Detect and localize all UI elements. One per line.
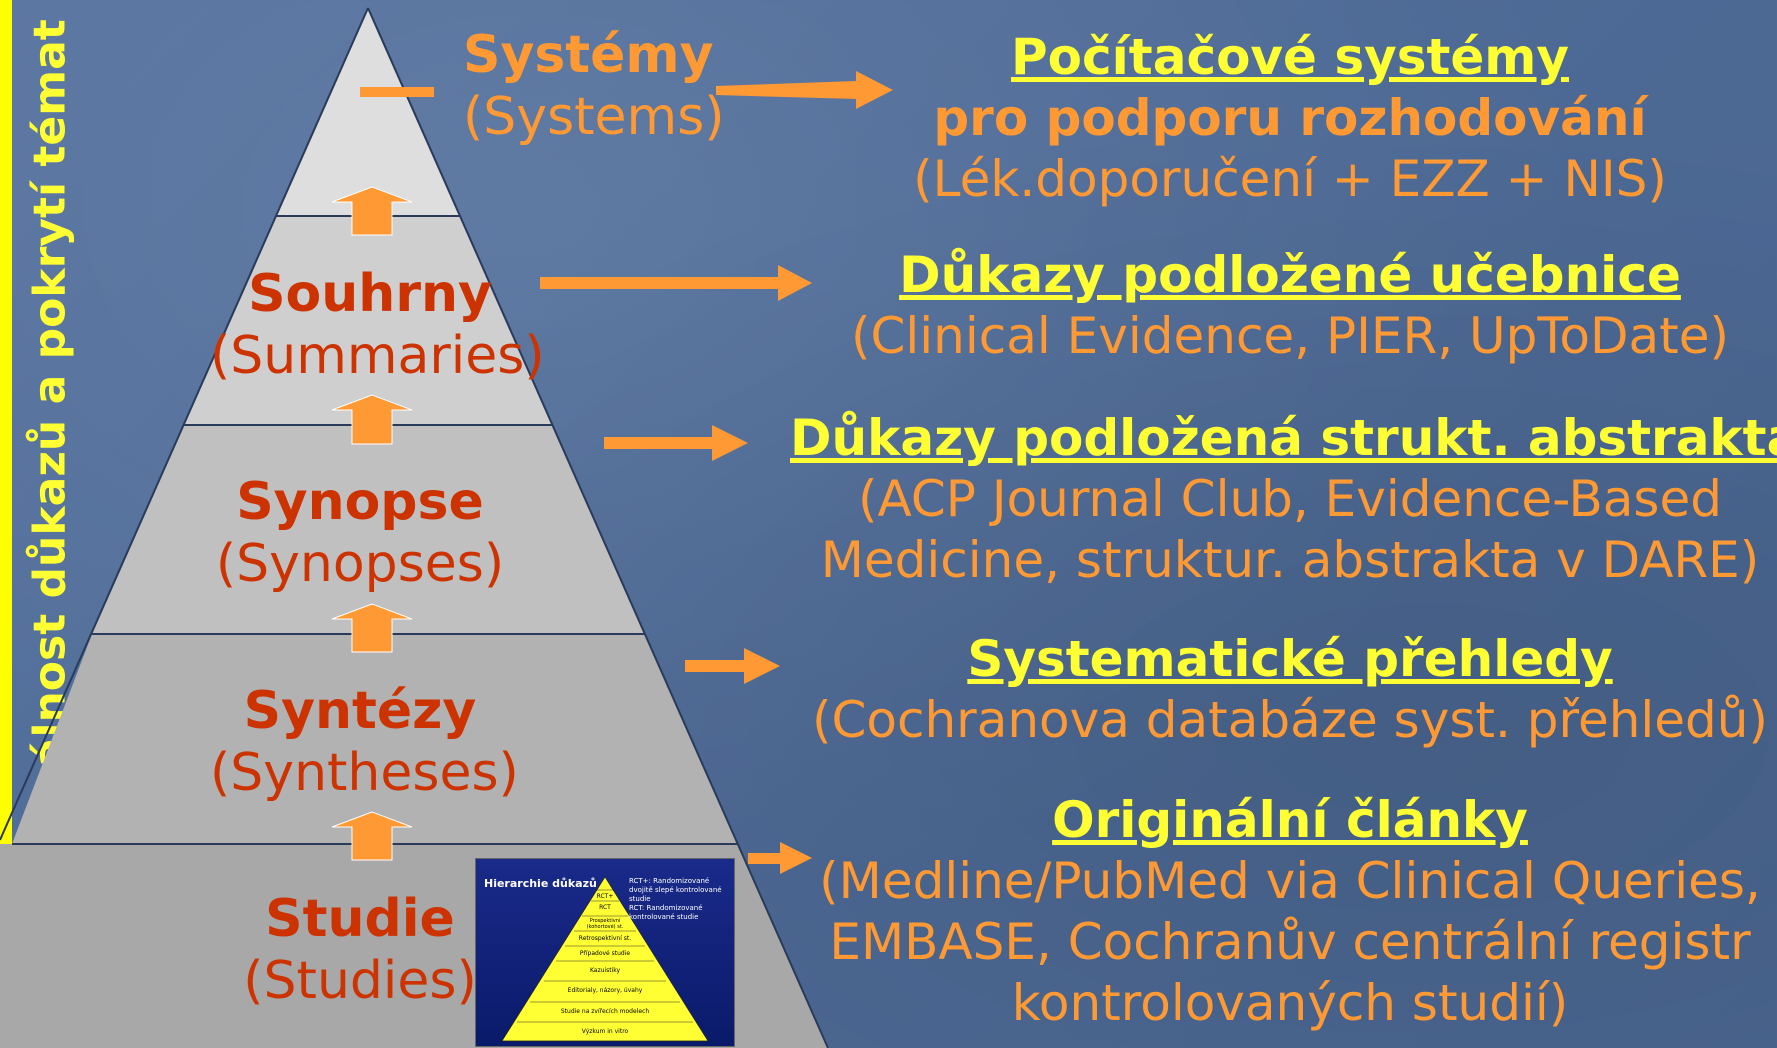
description-line: (Lék.doporučení + EZZ + NIS)	[913, 150, 1667, 208]
description-synopses: Důkazy podložená strukt. abstrakta (ACP …	[790, 408, 1777, 591]
level-english: (Synopses)	[215, 534, 505, 594]
level-english: (Systems)	[463, 87, 725, 147]
side-accent-bar	[0, 0, 12, 1048]
description-heading: Důkazy podložená strukt. abstrakta	[790, 409, 1777, 467]
description-line: (Clinical Evidence, PIER, UpToDate)	[850, 307, 1729, 365]
thumbnail-level: Editorialy, názory, úvahy	[567, 987, 643, 994]
pyramid-tier-systems	[276, 8, 460, 216]
thumbnail-level: RCT	[599, 904, 611, 911]
thumbnail-level: Studie na zvířecích modelech	[560, 1008, 650, 1015]
description-line: (Cochranova databáze syst. přehledů)	[811, 691, 1768, 749]
level-label-synopses: Synopse (Synopses)	[210, 471, 510, 595]
thumbnail-level: RCT+	[596, 893, 614, 900]
thumbnail-pyramid	[501, 876, 709, 1042]
description-summaries: Důkazy podložené učebnice (Clinical Evid…	[790, 245, 1777, 367]
description-heading: Počítačové systémy	[1011, 28, 1569, 86]
description-line: EMBASE, Cochranův centrální registr	[829, 913, 1751, 971]
level-label-studies: Studie (Studies)	[240, 888, 480, 1012]
thumbnail-level: Prospektivní (kohortové) st.	[586, 918, 624, 930]
description-heading-cont: pro podporu rozhodování	[933, 89, 1647, 147]
thumbnail-level: Kazuistiky	[589, 967, 621, 974]
pyramid-tier-syntheses	[12, 634, 738, 844]
level-english: (Syntheses)	[210, 743, 519, 803]
thumbnail-level: Výzkum in vitro	[581, 1028, 629, 1035]
description-line: Medicine, struktur. abstrakta v DARE)	[820, 531, 1760, 589]
description-systems: Počítačové systémy pro podporu rozhodová…	[790, 27, 1777, 210]
level-name: Synopse	[236, 472, 484, 532]
level-english: (Summaries)	[210, 326, 545, 386]
description-heading: Systematické přehledy	[967, 630, 1613, 688]
description-heading: Důkazy podložené učebnice	[899, 246, 1681, 304]
description-line: (ACP Journal Club, Evidence-Based	[858, 470, 1722, 528]
pyramid-tier-synopses	[92, 425, 644, 634]
level-name: Systémy	[463, 25, 714, 85]
thumbnail-note: RCT+: Randomizované dvojitě slepé kontro…	[629, 877, 722, 921]
description-line: kontrolovaných studií)	[1011, 974, 1569, 1032]
up-arrow-4	[331, 811, 413, 861]
level-label-summaries: Souhrny (Summaries)	[210, 263, 545, 387]
pyramid-tier-summaries	[184, 216, 552, 425]
level-label-syntheses: Syntézy (Syntheses)	[210, 680, 519, 804]
level-label-systems: Systémy (Systems)	[463, 24, 725, 148]
level-name: Studie	[265, 889, 455, 949]
up-arrow-2	[331, 394, 413, 445]
level-english: (Studies)	[243, 951, 477, 1011]
description-studies: Originální články (Medline/PubMed via Cl…	[790, 790, 1777, 1034]
description-heading: Originální články	[1052, 791, 1528, 849]
level-name: Syntézy	[243, 681, 477, 741]
hierarchy-thumbnail: Hierarchie důkazů RCT+: Randomizované dv…	[475, 858, 735, 1047]
description-syntheses: Systematické přehledy (Cochranova databá…	[790, 629, 1777, 751]
up-arrow-3	[331, 603, 413, 653]
level-name: Souhrny	[248, 264, 492, 324]
systems-dash	[360, 87, 434, 97]
description-line: (Medline/PubMed via Clinical Queries,	[819, 852, 1761, 910]
up-arrow-1	[331, 186, 413, 236]
thumbnail-level: Případové studie	[579, 950, 631, 957]
thumbnail-level: Retrospektivní st.	[578, 935, 632, 942]
thumbnail-title: Hierarchie důkazů	[484, 877, 597, 890]
